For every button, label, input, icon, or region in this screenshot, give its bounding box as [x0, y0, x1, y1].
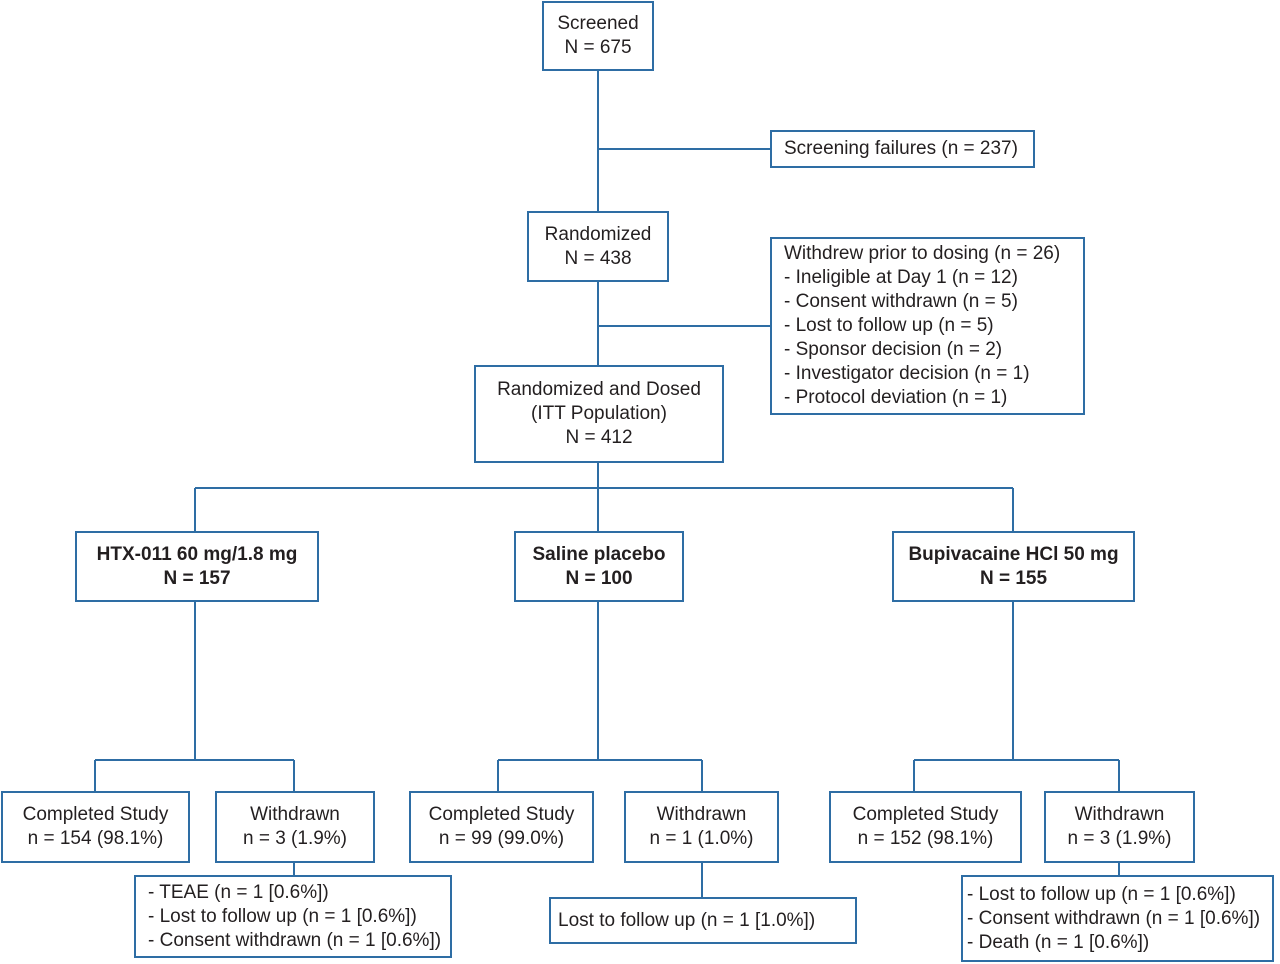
arm-htx011-box: HTX-011 60 mg/1.8 mg N = 157: [75, 531, 319, 602]
withdrawal-reason: - Consent withdrawn (n = 1 [0.6%]): [967, 907, 1261, 929]
screening-failures-box: Screening failures (n = 237): [770, 130, 1035, 168]
withdrawal-reason: Lost to follow up (n = 1 [1.0%]): [558, 909, 816, 931]
withdrawal-reason: - Consent withdrawn (n = 1 [0.6%]): [148, 929, 442, 951]
arm-count: N = 157: [163, 567, 231, 589]
saline-reasons-box: Lost to follow up (n = 1 [1.0%]): [549, 897, 857, 944]
completed-title: Completed Study: [428, 804, 575, 825]
htx011-completed-box: Completed Study n = 154 (98.1%): [1, 791, 190, 863]
withdrawal-reason: - Lost to follow up (n = 1 [0.6%]): [148, 905, 417, 927]
arm-name: Bupivacaine HCl 50 mg: [908, 543, 1119, 565]
htx011-reasons-box: - TEAE (n = 1 [0.6%]) - Lost to follow u…: [134, 875, 452, 958]
withdrawal-reason: - Death (n = 1 [0.6%]): [967, 931, 1150, 953]
withdrawn-count: n = 3 (1.9%): [1067, 828, 1172, 849]
dosed-title: Randomized and Dosed: [497, 379, 701, 400]
randomized-count: N = 438: [564, 247, 632, 269]
completed-count: n = 152 (98.1%): [857, 828, 994, 849]
withdrawn-count: n = 1 (1.0%): [649, 828, 754, 849]
screening-failures-label: Screening failures (n = 237): [784, 138, 1018, 159]
dosed-count: N = 412: [565, 427, 633, 448]
withdrawn-title: Withdrawn: [656, 804, 747, 825]
withdrew-prior-reason: - Sponsor decision (n = 2): [784, 339, 1003, 360]
randomized-box: Randomized N = 438: [527, 211, 669, 282]
arm-count: N = 155: [979, 567, 1048, 589]
screened-title: Screened: [557, 13, 639, 34]
bupivacaine-reasons-box: - Lost to follow up (n = 1 [0.6%]) - Con…: [961, 875, 1274, 962]
withdrawal-reason: - TEAE (n = 1 [0.6%]): [148, 881, 329, 903]
withdrew-prior-reason: - Protocol deviation (n = 1): [784, 387, 1008, 408]
completed-count: n = 154 (98.1%): [27, 828, 164, 849]
bupivacaine-completed-box: Completed Study n = 152 (98.1%): [829, 791, 1022, 863]
screened-count: N = 675: [564, 37, 632, 58]
withdrew-prior-reason: - Investigator decision (n = 1): [784, 363, 1030, 384]
withdrawal-reason: - Lost to follow up (n = 1 [0.6%]): [967, 883, 1236, 905]
withdrawn-title: Withdrawn: [250, 804, 340, 825]
completed-title: Completed Study: [852, 804, 999, 825]
arm-count: N = 100: [565, 567, 633, 589]
withdrew-prior-reason: - Consent withdrawn (n = 5): [784, 291, 1018, 312]
dosed-subtitle: (ITT Population): [531, 403, 667, 424]
withdrew-prior-title: Withdrew prior to dosing (n = 26): [784, 243, 1061, 264]
saline-withdrawn-box: Withdrawn n = 1 (1.0%): [624, 791, 779, 863]
withdrew-prior-box: Withdrew prior to dosing (n = 26) - Inel…: [770, 237, 1085, 415]
bupivacaine-withdrawn-box: Withdrawn n = 3 (1.9%): [1044, 791, 1195, 863]
randomized-title: Randomized: [544, 223, 652, 245]
dosed-box: Randomized and Dosed (ITT Population) N …: [474, 365, 724, 463]
arm-saline-box: Saline placebo N = 100: [514, 531, 684, 602]
arm-bupivacaine-box: Bupivacaine HCl 50 mg N = 155: [892, 531, 1135, 602]
htx011-withdrawn-box: Withdrawn n = 3 (1.9%): [215, 791, 375, 863]
completed-title: Completed Study: [22, 804, 169, 825]
saline-completed-box: Completed Study n = 99 (99.0%): [409, 791, 594, 863]
completed-count: n = 99 (99.0%): [438, 828, 565, 849]
arm-name: HTX-011 60 mg/1.8 mg: [96, 543, 298, 565]
withdrew-prior-reason: - Lost to follow up (n = 5): [784, 315, 994, 336]
withdrew-prior-reason: - Ineligible at Day 1 (n = 12): [784, 267, 1018, 288]
arm-name: Saline placebo: [532, 543, 666, 565]
screened-box: Screened N = 675: [542, 1, 654, 71]
withdrawn-title: Withdrawn: [1074, 804, 1165, 825]
withdrawn-count: n = 3 (1.9%): [242, 828, 348, 849]
